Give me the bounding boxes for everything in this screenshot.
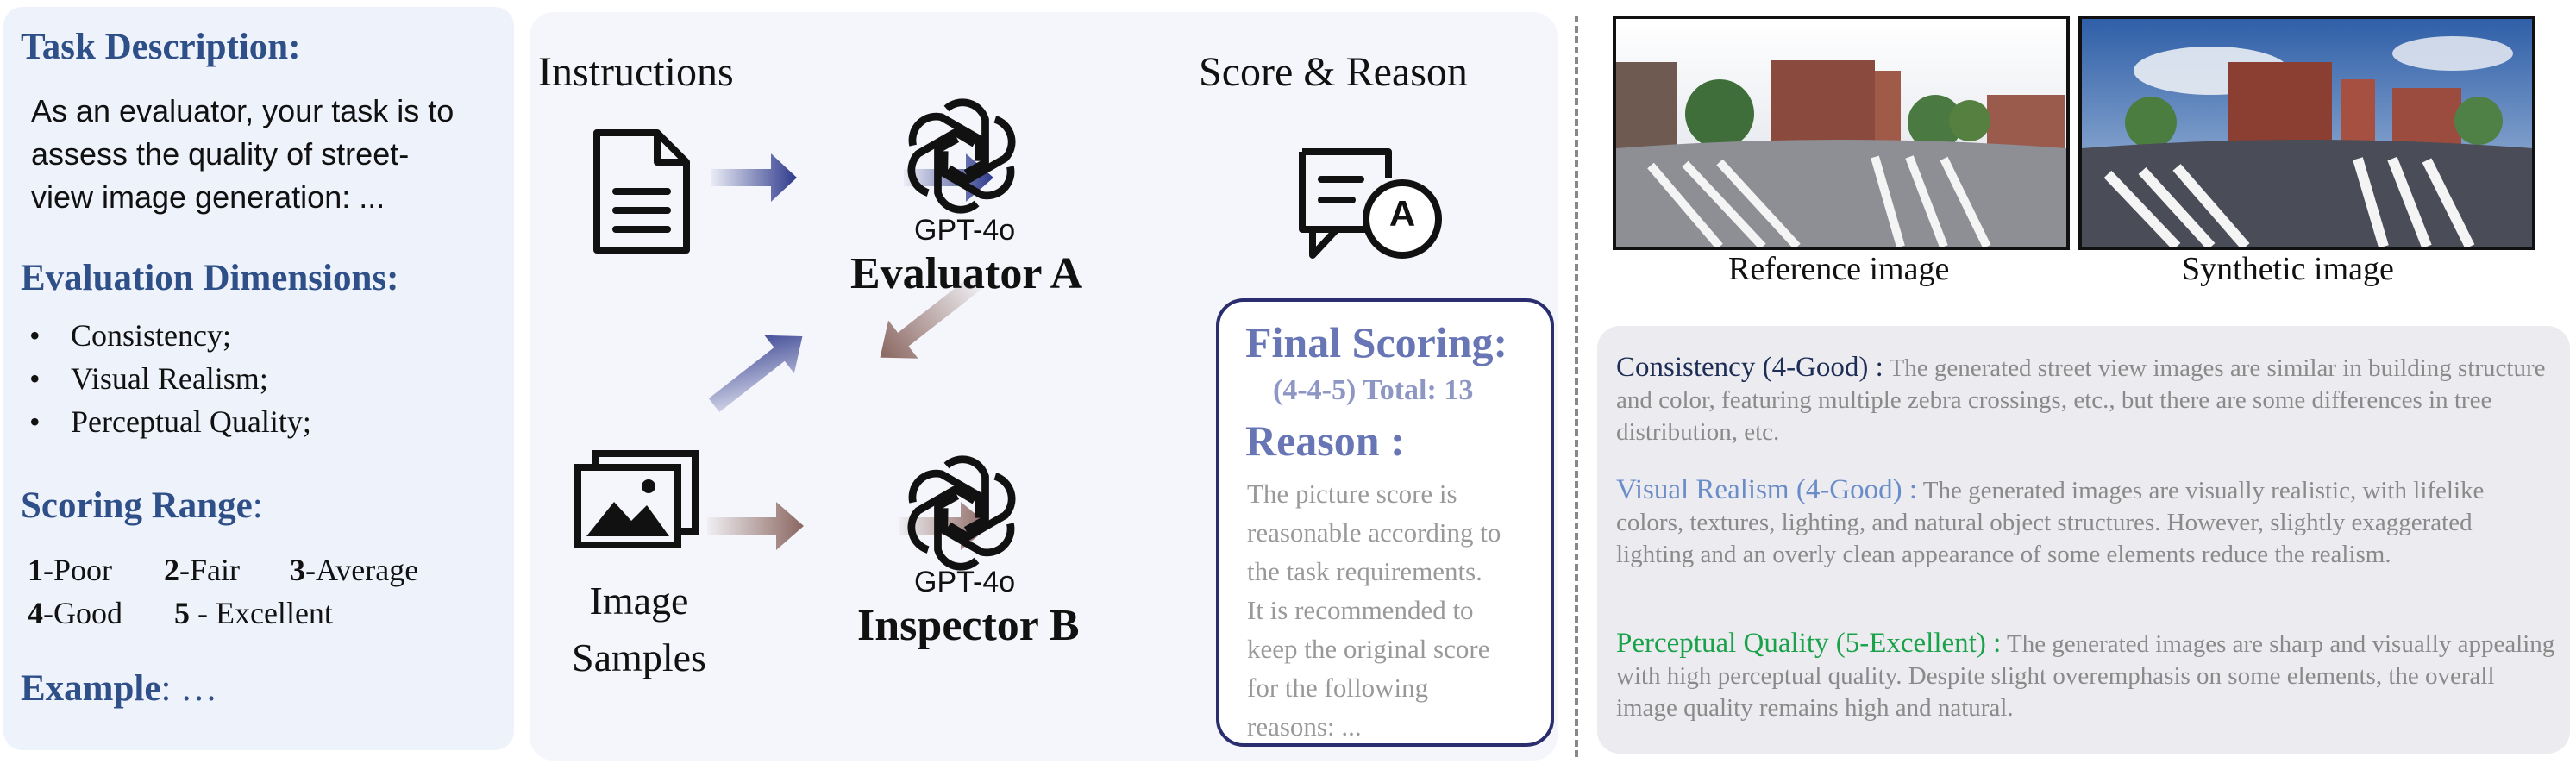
- arrow-samples-to-inspector: [707, 502, 804, 550]
- scoring-range-label: Scoring Range: [21, 485, 253, 526]
- task-line: view image generation: ...: [31, 179, 385, 215]
- range-item: 5 - Excellent: [174, 596, 333, 630]
- reason-line: keep the original score: [1247, 634, 1490, 664]
- synthetic-image-caption: Synthetic image: [2182, 251, 2394, 287]
- realism-label: Visual Realism (4-Good) :: [1616, 474, 1918, 505]
- reference-image-caption: Reference image: [1728, 251, 1950, 287]
- realism-paragraph: Visual Realism (4-Good) : The generated …: [1616, 474, 2556, 571]
- list-item: Consistency;: [22, 314, 311, 357]
- inspector-name: Inspector B: [857, 601, 1080, 650]
- scoring-range-colon: :: [252, 485, 263, 526]
- range-item: 2-Fair: [164, 553, 240, 587]
- example-label: Example: [21, 668, 161, 709]
- image-samples-label-line2: Samples: [572, 635, 706, 679]
- dimensions-list: Consistency; Visual Realism; Perceptual …: [22, 314, 311, 443]
- consistency-label: Consistency (4-Good) :: [1616, 352, 1883, 383]
- reason-line: reasonable according to: [1247, 517, 1501, 548]
- consistency-paragraph: Consistency (4-Good) : The generated str…: [1616, 352, 2556, 448]
- synthetic-street-image: [2078, 16, 2535, 250]
- range-item: 3-Average: [289, 553, 419, 587]
- quality-label: Perceptual Quality (5-Excellent) :: [1616, 628, 2002, 659]
- score-reason-label: Score & Reason: [1199, 49, 1468, 95]
- example-rest: : …: [160, 668, 218, 709]
- scoring-range-row-1: 1-Poor 2-Fair 3-Average: [28, 552, 511, 588]
- document-icon: [593, 129, 690, 254]
- score-letter-badge: A: [1388, 193, 1416, 234]
- quality-paragraph: Perceptual Quality (5-Excellent) : The g…: [1616, 628, 2556, 724]
- task-line: As an evaluator, your task is to: [31, 93, 454, 128]
- flow-arrows: [707, 153, 993, 550]
- final-scoring-total: (4-4-5) Total: 13: [1273, 374, 1474, 406]
- task-description-panel: Task Description: As an evaluator, your …: [3, 7, 514, 750]
- evaluation-result-panel: Consistency (4-Good) : The generated str…: [1597, 326, 2570, 754]
- range-item: 1-Poor: [28, 553, 112, 587]
- openai-logo-icon: [907, 98, 1016, 214]
- quality-text: The generated images are sharp and visua…: [1616, 630, 2555, 722]
- arrow-samples-to-evaluator: [708, 335, 803, 412]
- list-item: Visual Realism;: [22, 357, 311, 400]
- arrow-score-to-inspector: [880, 274, 984, 359]
- range-item: 4-Good: [28, 596, 122, 630]
- example-heading: Example: …: [21, 667, 217, 710]
- openai-logo-icon: [907, 455, 1016, 571]
- consistency-text: The generated street view images are sim…: [1616, 354, 2546, 446]
- instructions-label: Instructions: [538, 49, 734, 95]
- scoring-range-heading: Scoring Range:: [21, 485, 263, 527]
- reason-line: the task requirements.: [1247, 556, 1482, 586]
- image-samples-label-line1: Image: [589, 579, 689, 623]
- final-scoring-title: Final Scoring:: [1245, 318, 1508, 366]
- inspector-model-label: GPT-4o: [914, 566, 1016, 598]
- final-scoring-box: Final Scoring: (4-4-5) Total: 13 Reason …: [1216, 298, 1554, 747]
- list-item: Perceptual Quality;: [22, 400, 311, 443]
- score-chat-icon: [1299, 148, 1442, 259]
- arrow-instructions-to-evaluator: [711, 153, 797, 202]
- dashed-divider: [1575, 16, 1578, 757]
- evaluation-dimensions-heading: Evaluation Dimensions:: [21, 258, 399, 298]
- reason-line: reasons: ...: [1247, 711, 1362, 742]
- task-line: assess the quality of street-: [31, 136, 410, 172]
- reason-line: It is recommended to: [1247, 595, 1474, 625]
- realism-text: The generated images are visually realis…: [1616, 477, 2485, 568]
- image-samples-icon: [574, 450, 699, 548]
- reason-body: The picture score is reasonable accordin…: [1247, 474, 1549, 746]
- evaluator-name: Evaluator A: [850, 249, 1083, 298]
- task-description-heading: Task Description:: [21, 27, 301, 67]
- scoring-range-row-2: 4-Good 5 - Excellent: [28, 595, 511, 631]
- reference-street-image: [1613, 16, 2070, 250]
- reason-title: Reason :: [1245, 416, 1405, 465]
- reason-line: The picture score is: [1247, 479, 1457, 509]
- reason-line: for the following: [1247, 673, 1429, 703]
- evaluator-model-label: GPT-4o: [914, 214, 1016, 247]
- task-description-text: As an evaluator, your task is to assess …: [31, 90, 454, 219]
